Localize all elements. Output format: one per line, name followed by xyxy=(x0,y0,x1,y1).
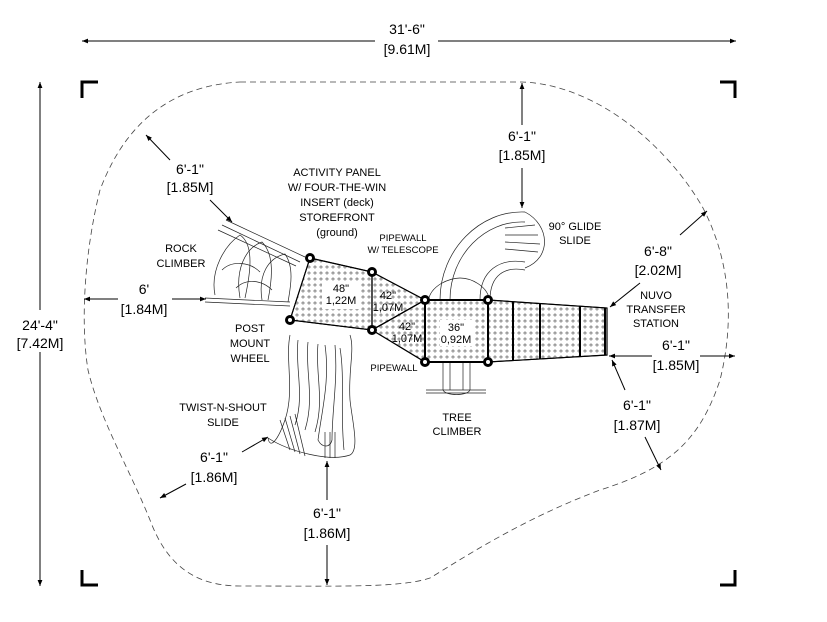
twist-n-shout-slide xyxy=(267,334,356,458)
clearance-top-left-metric: [1.85M] xyxy=(167,179,214,195)
pipewall-telescope-label-2: W/ TELESCOPE xyxy=(367,245,438,256)
activity-panel-label-3: INSERT (deck) xyxy=(300,197,374,209)
clearance-dimensions: 6'-1" [1.85M] 6'-1" [1.85M] 6'-8" [2.02M… xyxy=(84,83,735,585)
rock-climber-label-1: ROCK xyxy=(165,243,197,255)
clearance-top-imperial: 6'-1" xyxy=(508,128,536,144)
use-zone-boundary xyxy=(83,81,729,587)
activity-panel-label-4: STOREFRONT xyxy=(299,212,375,224)
post-mount-wheel-label-3: WHEEL xyxy=(230,353,269,365)
clearance-top-right-imperial: 6'-8" xyxy=(644,243,672,259)
clearance-lower-right-metric: [1.87M] xyxy=(614,417,661,433)
overall-height-metric: [7.42M] xyxy=(17,335,64,351)
transfer-station-label-1: NUVO xyxy=(640,290,672,302)
clearance-left-imperial: 6' xyxy=(139,281,149,297)
glide-slide-label-2: SLIDE xyxy=(559,235,591,247)
tree-climber-label-2: CLIMBER xyxy=(433,426,482,438)
rock-climber xyxy=(204,219,306,307)
glide-slide xyxy=(427,211,545,303)
clearance-bottom-imperial: 6'-1" xyxy=(313,505,341,521)
overall-width-metric: [9.61M] xyxy=(384,41,431,57)
clearance-top-right-metric: [2.02M] xyxy=(635,262,682,278)
transfer-station-label-2: TRANSFER xyxy=(626,304,685,316)
pipewall-telescope-label-1: PIPEWALL xyxy=(379,233,426,244)
deck-42a-metric: 1,07M xyxy=(373,302,404,314)
overall-width-imperial: 31'-6" xyxy=(389,21,425,37)
deck-42b-metric: 1,07M xyxy=(392,333,423,345)
activity-panel-label-1: ACTIVITY PANEL xyxy=(293,167,381,179)
overall-height-imperial: 24'-4" xyxy=(22,317,58,333)
pipewall-label: PIPEWALL xyxy=(370,363,417,374)
clearance-top-metric: [1.85M] xyxy=(499,147,546,163)
deck-48-metric: 1,22M xyxy=(326,295,357,307)
twist-n-shout-label-2: SLIDE xyxy=(207,417,239,429)
activity-panel-label-2: W/ FOUR-THE-WIN xyxy=(288,182,386,194)
clearance-top-left-imperial: 6'-1" xyxy=(176,161,204,177)
clearance-left-metric: [1.84M] xyxy=(121,301,168,317)
deck-42b-height: 42" xyxy=(399,321,415,333)
post-mount-wheel-label-2: MOUNT xyxy=(230,338,271,350)
post-mount-wheel-label-1: POST xyxy=(235,323,265,335)
tree-climber xyxy=(426,362,486,395)
clearance-right-imperial: 6'-1" xyxy=(662,337,690,353)
transfer-station-label-3: STATION xyxy=(633,318,679,330)
clearance-lower-left-imperial: 6'-1" xyxy=(200,449,228,465)
overall-height-dimension: 24'-4" [7.42M] xyxy=(17,82,64,586)
decks: 48" 1,22M 42" 1,07M 42" 1,07M 36" 0,92M xyxy=(289,257,489,364)
corner-marks xyxy=(80,80,737,587)
deck-42a-height: 42" xyxy=(380,290,396,302)
overall-width-dimension: 31'-6" [9.61M] xyxy=(82,21,736,57)
posts xyxy=(285,253,493,367)
transfer-station xyxy=(487,299,608,363)
deck-36-metric: 0,92M xyxy=(441,334,472,346)
rock-climber-label-2: CLIMBER xyxy=(157,258,206,270)
glide-slide-label-1: 90° GLIDE xyxy=(549,221,602,233)
deck-36-height: 36" xyxy=(448,322,464,334)
clearance-bottom-metric: [1.86M] xyxy=(304,525,351,541)
clearance-right-metric: [1.85M] xyxy=(653,357,700,373)
clearance-lower-left-metric: [1.86M] xyxy=(191,469,238,485)
component-labels: ACTIVITY PANEL W/ FOUR-THE-WIN INSERT (d… xyxy=(157,167,686,438)
clearance-lower-right-imperial: 6'-1" xyxy=(623,397,651,413)
activity-panel-label-5: (ground) xyxy=(316,227,358,239)
tree-climber-label-1: TREE xyxy=(442,412,471,424)
twist-n-shout-label-1: TWIST-N-SHOUT xyxy=(179,402,267,414)
deck-48-height: 48" xyxy=(333,283,349,295)
